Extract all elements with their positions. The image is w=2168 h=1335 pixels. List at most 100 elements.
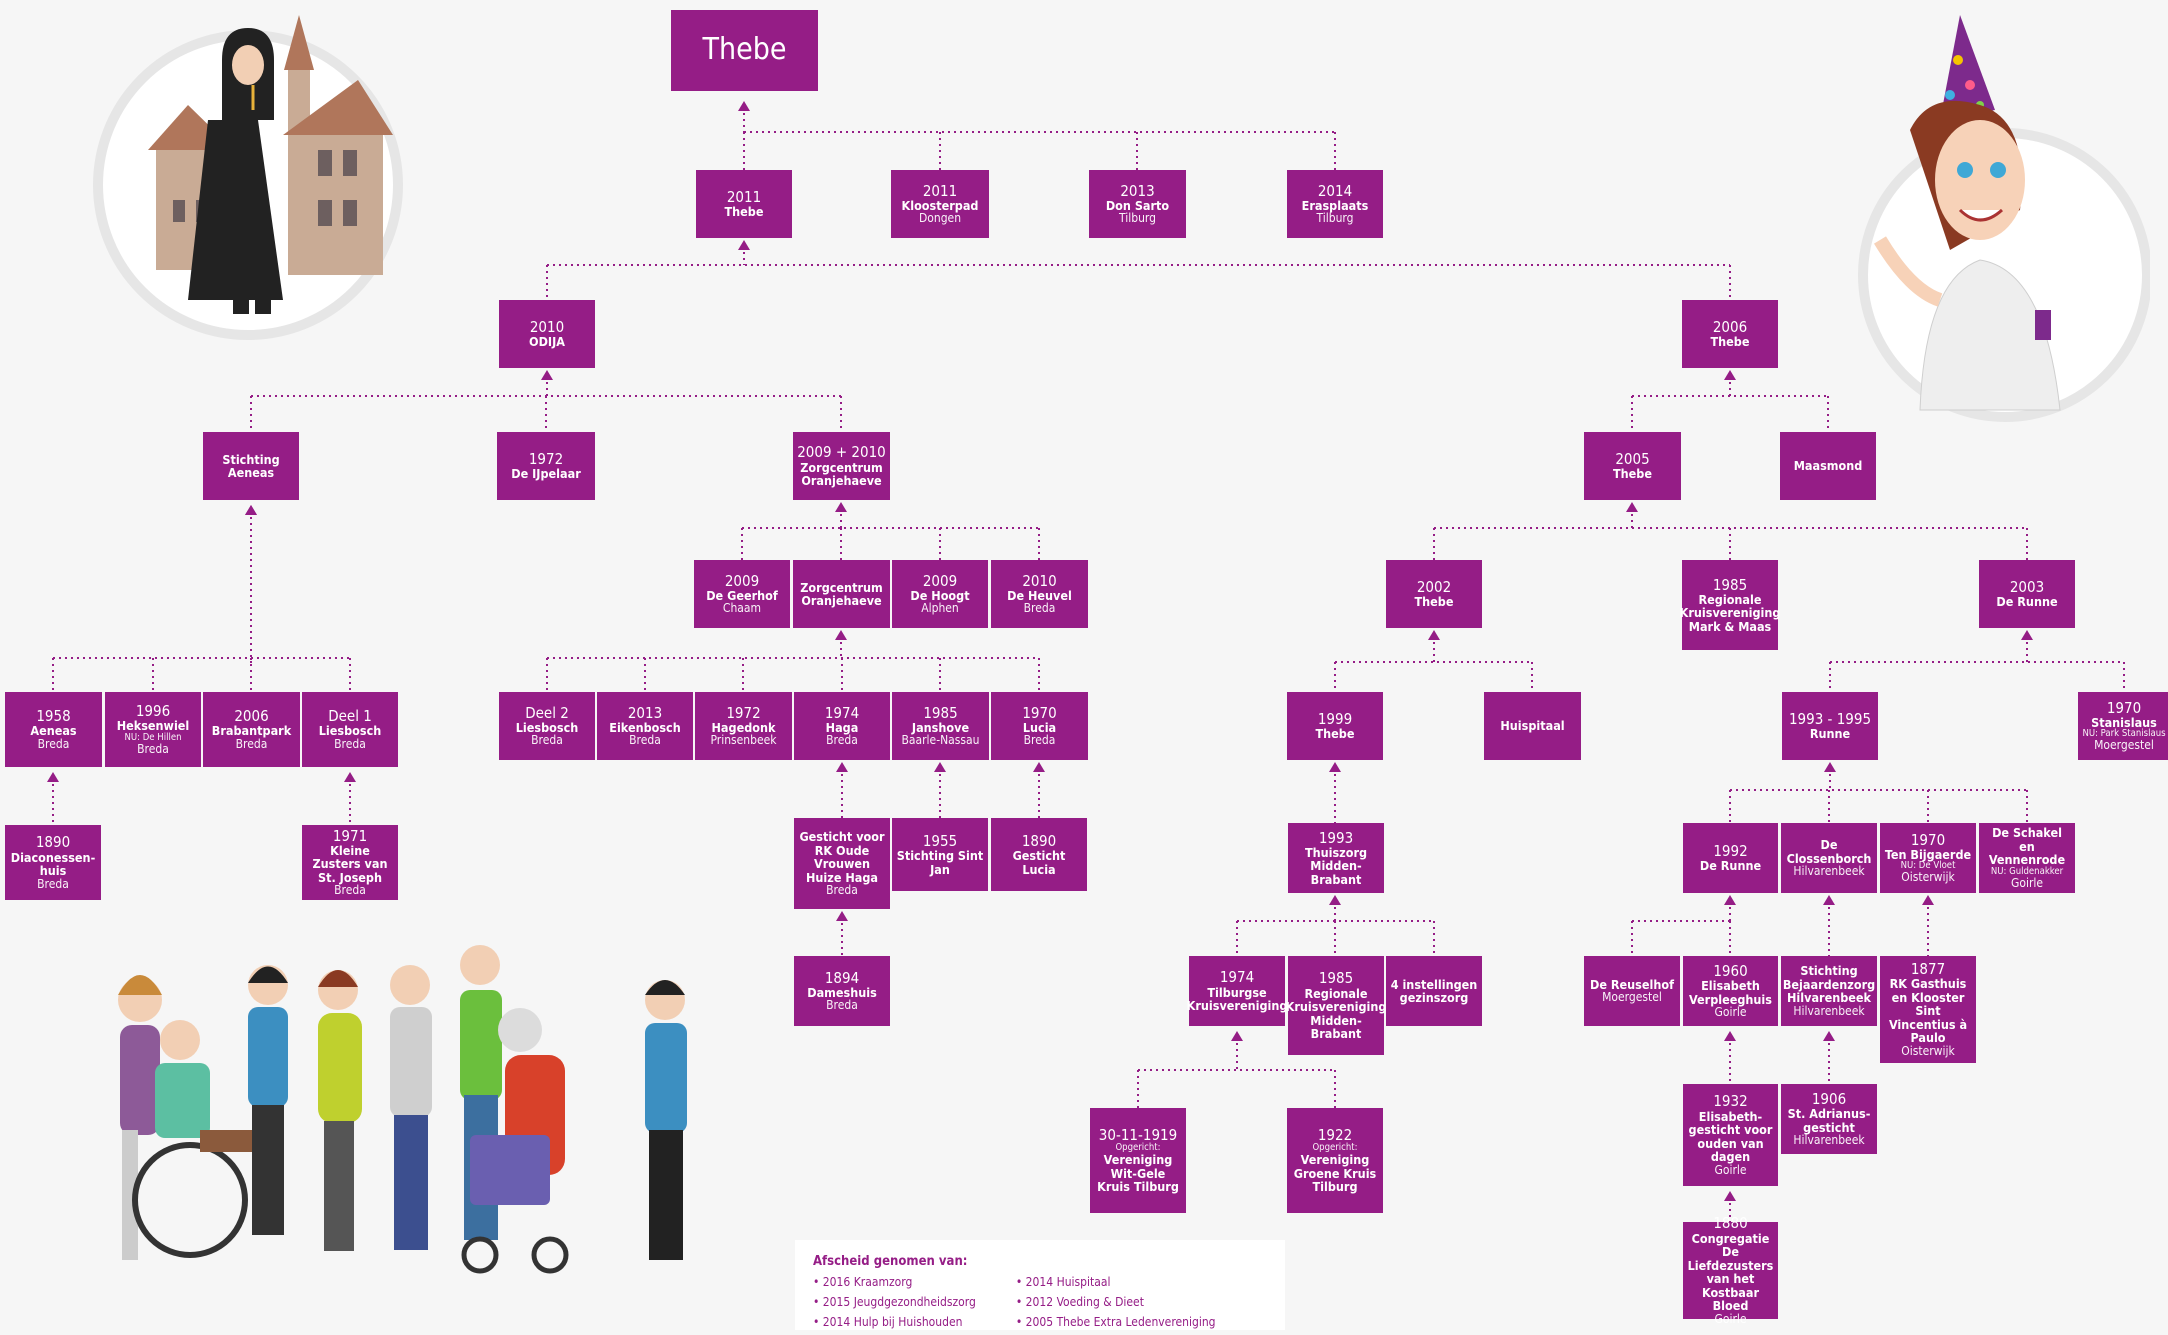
node-zorgcentrum-oranjehaeve: Zorgcentrum Oranjehaeve xyxy=(793,560,890,628)
connector-arrow xyxy=(1724,1031,1736,1041)
farewell-item: 2014 Hulp bij Huishouden xyxy=(813,1315,976,1329)
node-year: Deel 1 xyxy=(328,707,372,726)
connector-arrow xyxy=(1626,502,1638,512)
connector-arrow xyxy=(1724,895,1736,905)
node-name: Janshove xyxy=(911,719,970,735)
node-year: 2002 xyxy=(1416,578,1452,597)
connector-arrow xyxy=(1724,1191,1736,1201)
node-note: Opgericht: xyxy=(1115,1142,1161,1154)
node-name: Gesticht voor RK Oude Vrouwen Huize Haga xyxy=(799,829,885,885)
connector-arrow xyxy=(738,240,750,250)
farewell-item: 2014 Huispitaal xyxy=(1016,1275,1216,1289)
node-name: Regionale Kruisvereniging Mark & Maas xyxy=(1679,591,1781,634)
node-loc: Tilburg xyxy=(1316,211,1354,226)
node-name: Thebe xyxy=(1613,466,1652,482)
node-year: 1932 xyxy=(1713,1092,1748,1111)
node-name: Elisabeth Verpleeghuis xyxy=(1689,978,1772,1007)
node-year: 1960 xyxy=(1713,961,1748,980)
node-name: Regionale Kruisvereniging Midden-Brabant xyxy=(1285,985,1387,1042)
nun-church-illustration xyxy=(93,15,403,340)
node-loc: Hilvarenbeek xyxy=(1793,1003,1865,1018)
node-loc: Breda xyxy=(826,733,858,748)
node-year: 1974 xyxy=(1219,968,1255,987)
node-name: Dameshuis xyxy=(807,984,877,1000)
node-gesticht-oude-vrouwen: Gesticht voor RK Oude Vrouwen Huize Haga… xyxy=(794,818,890,909)
connector-arrow xyxy=(1823,1031,1835,1041)
node-loc: Baarle-Nassau xyxy=(901,733,980,748)
farewell-item: 2012 Voeding & Dieet xyxy=(1016,1295,1216,1309)
node-loc: Breda xyxy=(629,733,661,748)
node-name: Vereniging Groene Kruis Tilburg xyxy=(1293,1152,1377,1195)
node-year: 2013 xyxy=(627,703,663,722)
connector-arrow xyxy=(836,762,848,772)
node-name: De IJpelaar xyxy=(511,466,581,482)
node-year: 1970 xyxy=(1022,703,1057,722)
node-year: 1877 xyxy=(1910,960,1946,979)
node-year: 1996 xyxy=(135,702,171,721)
connector-arrow xyxy=(1824,762,1836,772)
farewell-item: 2005 Thebe Extra Ledenvereniging xyxy=(1016,1315,1216,1329)
node-loc: Breda xyxy=(1023,601,1056,616)
node-name: Thebe xyxy=(702,32,787,68)
node-name: Lucia xyxy=(1022,719,1057,735)
connector-arrow xyxy=(1823,895,1835,905)
node-year: 1999 xyxy=(1317,710,1353,729)
node-year: 1993 - 1995 xyxy=(1788,710,1872,729)
node-loc: Breda xyxy=(826,883,858,898)
node-name: De Reuselhof xyxy=(1590,976,1674,992)
node-loc: Hilvarenbeek xyxy=(1793,864,1865,879)
node-loc: Chaam xyxy=(722,601,762,616)
node-name: Zorgcentrum Oranjehaeve xyxy=(800,579,883,608)
node-year: 1972 xyxy=(726,703,761,722)
connector-arrow xyxy=(541,370,553,380)
node-loc: Breda xyxy=(334,736,366,751)
node-loc: Breda xyxy=(37,876,69,891)
node-year: 1922 xyxy=(1317,1126,1353,1145)
connector-arrow xyxy=(738,101,750,111)
node-year: 1971 xyxy=(332,826,368,845)
connector-arrow xyxy=(47,772,59,782)
node-name: De Heuvel xyxy=(1007,587,1072,603)
node-note: Opgericht: xyxy=(1312,1142,1358,1154)
node-loc: Breda xyxy=(1023,733,1056,748)
node-name: RK Gasthuis en Klooster Sint Vincentius … xyxy=(1888,976,1968,1046)
farewell-col-2: 2014 Huispitaal 2012 Voeding & Dieet 200… xyxy=(1016,1275,1216,1335)
node-loc: Breda xyxy=(137,741,169,756)
node-name: Thebe xyxy=(1315,726,1355,742)
farewell-col-1: 2016 Kraamzorg 2015 Jeugdgezondheidszorg… xyxy=(813,1275,976,1335)
farewell-item: 2016 Kraamzorg xyxy=(813,1275,976,1289)
node-year: 2011 xyxy=(922,181,958,200)
node-loc: Goirle xyxy=(2010,875,2044,890)
node-name: Congregatie De Liefdezusters van het Kos… xyxy=(1687,1230,1774,1314)
node-year: 2009 xyxy=(922,571,958,590)
farewell-item: 2015 Jeugdgezondheidszorg xyxy=(813,1295,976,1309)
node-loc: Breda xyxy=(334,883,366,898)
connector-arrow xyxy=(2021,630,2033,640)
node-name: Heksenwiel xyxy=(116,718,190,734)
node-year: 1906 xyxy=(1811,1089,1847,1108)
